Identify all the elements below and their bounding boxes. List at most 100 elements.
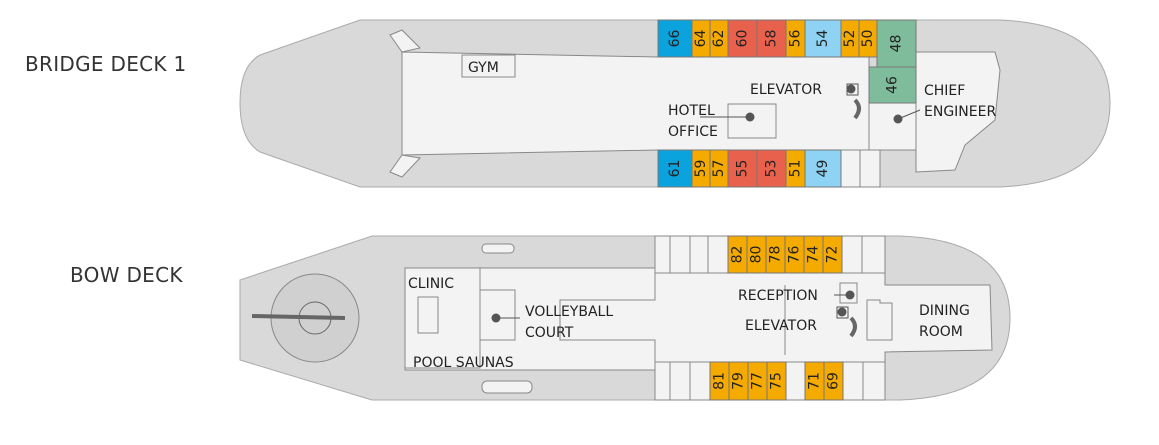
cabin-58[interactable]: 58 — [756, 19, 787, 58]
bridge-bow-area — [915, 51, 1001, 173]
hotel-office-label-2: OFFICE — [668, 124, 718, 140]
cabin-number: 66 — [667, 30, 683, 48]
cabin-number: 76 — [787, 246, 803, 264]
cabin-49[interactable]: 49 — [804, 149, 842, 188]
cabin-box[interactable] — [804, 149, 842, 188]
cabin-box[interactable] — [804, 19, 842, 58]
bow-deck: CLINIC VOLLEYBALL COURT POOL SAUNAS RECE… — [239, 235, 1011, 401]
gym-label: GYM — [468, 60, 499, 76]
cabin-box[interactable] — [657, 19, 693, 58]
chief-label-1: CHIEF — [924, 83, 965, 99]
cabin-box[interactable] — [727, 19, 758, 58]
elevator-label-bow: ELEVATOR — [745, 318, 817, 334]
cabin-60[interactable]: 60 — [727, 19, 758, 58]
gym-room — [461, 54, 516, 78]
cabin-64[interactable]: 64 — [691, 19, 711, 58]
empty-cell — [785, 361, 806, 401]
cabin-number: 54 — [815, 30, 831, 48]
volleyball-label-2: COURT — [525, 325, 574, 341]
cabin-number: 51 — [788, 160, 804, 178]
cabin-54[interactable]: 54 — [804, 19, 842, 58]
cabin-82[interactable]: 82 — [727, 235, 748, 274]
cabin-number: 69 — [826, 372, 842, 390]
cabin-71[interactable]: 71 — [804, 361, 825, 401]
cabin-number: 71 — [807, 372, 823, 390]
cabin-number: 57 — [711, 160, 727, 178]
cabin-number: 60 — [735, 30, 751, 48]
cabin-79[interactable]: 79 — [728, 361, 749, 401]
bridge-deck: GYM HOTEL OFFICE ELEVATOR CHIEF ENGINEER… — [239, 19, 1111, 188]
cabin-50[interactable]: 50 — [858, 19, 878, 58]
cabin-number: 53 — [764, 160, 780, 178]
cabin-box[interactable] — [868, 66, 917, 104]
cabin-number: 49 — [815, 160, 831, 178]
cabin-55[interactable]: 55 — [727, 149, 758, 188]
cabin-78[interactable]: 78 — [765, 235, 786, 274]
empty-cell — [842, 361, 864, 401]
cabin-number: 59 — [693, 160, 709, 178]
elevator-marker — [846, 84, 856, 94]
cabin-box[interactable] — [657, 149, 693, 188]
empty-cell — [669, 361, 691, 401]
cabin-box[interactable] — [766, 361, 787, 401]
empty-cell — [861, 235, 886, 274]
empty-cell — [841, 235, 863, 274]
reception-label: RECEPTION — [738, 288, 818, 304]
cabin-number: 56 — [788, 30, 804, 48]
dining-label-1: DINING — [919, 303, 970, 319]
cabin-76[interactable]: 76 — [784, 235, 805, 274]
stairs-icon — [853, 98, 861, 120]
cabin-57[interactable]: 57 — [709, 149, 729, 188]
cabin-51[interactable]: 51 — [785, 149, 806, 188]
cabin-48[interactable]: 48 — [876, 19, 917, 68]
hotel-office-marker — [745, 112, 755, 122]
cabin-box[interactable] — [756, 149, 787, 188]
cabin-number: 78 — [768, 246, 784, 264]
cabin-number: 82 — [730, 246, 746, 264]
cabin-61[interactable]: 61 — [657, 149, 693, 188]
cabin-59[interactable]: 59 — [691, 149, 711, 188]
cabin-box[interactable] — [727, 149, 758, 188]
empty-cell — [707, 235, 729, 274]
cabin-56[interactable]: 56 — [785, 19, 806, 58]
cabin-number: 72 — [825, 246, 841, 264]
cabin-72[interactable]: 72 — [822, 235, 843, 274]
cabin-number: 58 — [764, 30, 780, 48]
cabin-box[interactable] — [876, 19, 917, 68]
empty-cell — [689, 235, 709, 274]
clinic-label: CLINIC — [408, 276, 454, 292]
cabin-number: 55 — [735, 160, 751, 178]
cabin-box[interactable] — [822, 235, 843, 274]
cabin-69[interactable]: 69 — [823, 361, 844, 401]
elevator-label: ELEVATOR — [750, 82, 822, 98]
cabin-number: 74 — [806, 246, 822, 264]
cabin-62[interactable]: 62 — [709, 19, 729, 58]
cabin-number: 48 — [889, 35, 905, 53]
deck-label-bow: BOW DECK — [70, 263, 183, 287]
cabin-74[interactable]: 74 — [803, 235, 824, 274]
dining-label-2: ROOM — [919, 324, 963, 340]
cabin-75[interactable]: 75 — [766, 361, 787, 401]
deck-label-bridge: BRIDGE DECK 1 — [25, 52, 187, 76]
volleyball-label-1: VOLLEYBALL — [525, 304, 613, 320]
cabin-number: 64 — [693, 30, 709, 48]
cabin-52[interactable]: 52 — [840, 19, 860, 58]
cabin-77[interactable]: 77 — [747, 361, 768, 401]
cabin-number: 77 — [750, 372, 766, 390]
cabin-number: 52 — [842, 30, 858, 48]
cabin-number: 61 — [667, 160, 683, 178]
cabin-66[interactable]: 66 — [657, 19, 693, 58]
cabin-number: 79 — [731, 372, 747, 390]
cabin-81[interactable]: 81 — [709, 361, 730, 401]
cabin-number: 80 — [749, 246, 765, 264]
chief-engineer-marker — [893, 114, 903, 124]
cabin-53[interactable]: 53 — [756, 149, 787, 188]
cabin-80[interactable]: 80 — [746, 235, 767, 274]
cabin-46[interactable]: 46 — [868, 66, 917, 104]
pool-saunas-label: POOL SAUNAS — [413, 355, 514, 371]
cabin-box[interactable] — [823, 361, 844, 401]
chief-label-2: ENGINEER — [924, 104, 996, 120]
